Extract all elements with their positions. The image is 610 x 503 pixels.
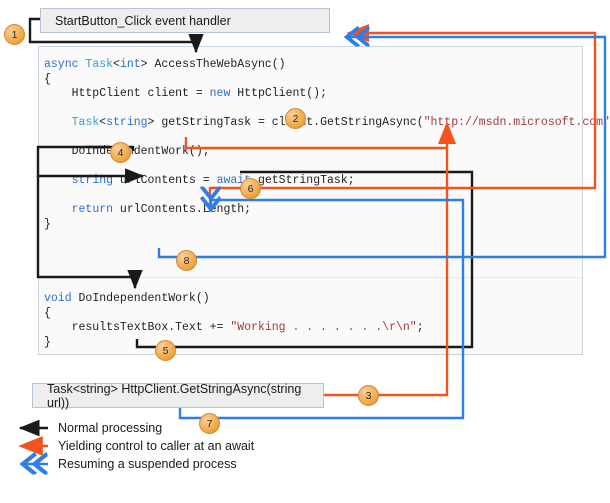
step-badge-8: 8: [176, 250, 197, 271]
step-badge-6: 6: [240, 178, 261, 199]
code-line: {: [44, 72, 51, 86]
code-line: Task<string> getStringTask = client.GetS…: [71, 116, 610, 129]
code-line: resultsTextBox.Text += "Working . . . . …: [44, 321, 424, 334]
code-line: }: [44, 217, 51, 231]
code-line: [44, 160, 610, 175]
code-line: [44, 131, 610, 146]
code-line: void DoIndependentWork(): [44, 292, 210, 305]
legend-label-yield-control: Yielding control to caller at an await: [58, 439, 255, 453]
step-badge-3: 3: [358, 385, 379, 406]
legend-label-normal-processing: Normal processing: [58, 421, 163, 435]
code-line: string urlContents = await getStringTask…: [71, 174, 355, 187]
step-badge-7: 7: [199, 413, 220, 434]
code-line: [44, 102, 610, 117]
code-line: async Task<int> AccessTheWebAsync(): [44, 58, 286, 71]
code-line: HttpClient client = new HttpClient();: [44, 87, 327, 100]
code-block-doindependentwork: void DoIndependentWork(){ resultsTextBox…: [44, 292, 424, 350]
step-badge-1: 1: [4, 24, 25, 45]
start-button-click-handler-box: StartButton_Click event handler: [40, 8, 330, 33]
step-badge-4: 4: [110, 142, 131, 163]
getstringasync-signature-box: Task<string> HttpClient.GetStringAsync(s…: [32, 381, 324, 410]
code-line: return urlContents.Length;: [71, 203, 252, 216]
code-line: }: [44, 335, 51, 349]
code-block-accessthewebasync: async Task<int> AccessTheWebAsync(){ Htt…: [44, 58, 610, 232]
getstringasync-signature-label: Task<string> HttpClient.GetStringAsync(s…: [47, 381, 302, 410]
code-line: {: [44, 306, 51, 320]
code-line: [44, 189, 610, 204]
step-badge-2: 2: [285, 108, 306, 129]
step-badge-5: 5: [155, 340, 176, 361]
start-button-click-handler-label: StartButton_Click event handler: [55, 13, 231, 28]
legend-label-resume-process: Resuming a suspended process: [58, 457, 237, 471]
